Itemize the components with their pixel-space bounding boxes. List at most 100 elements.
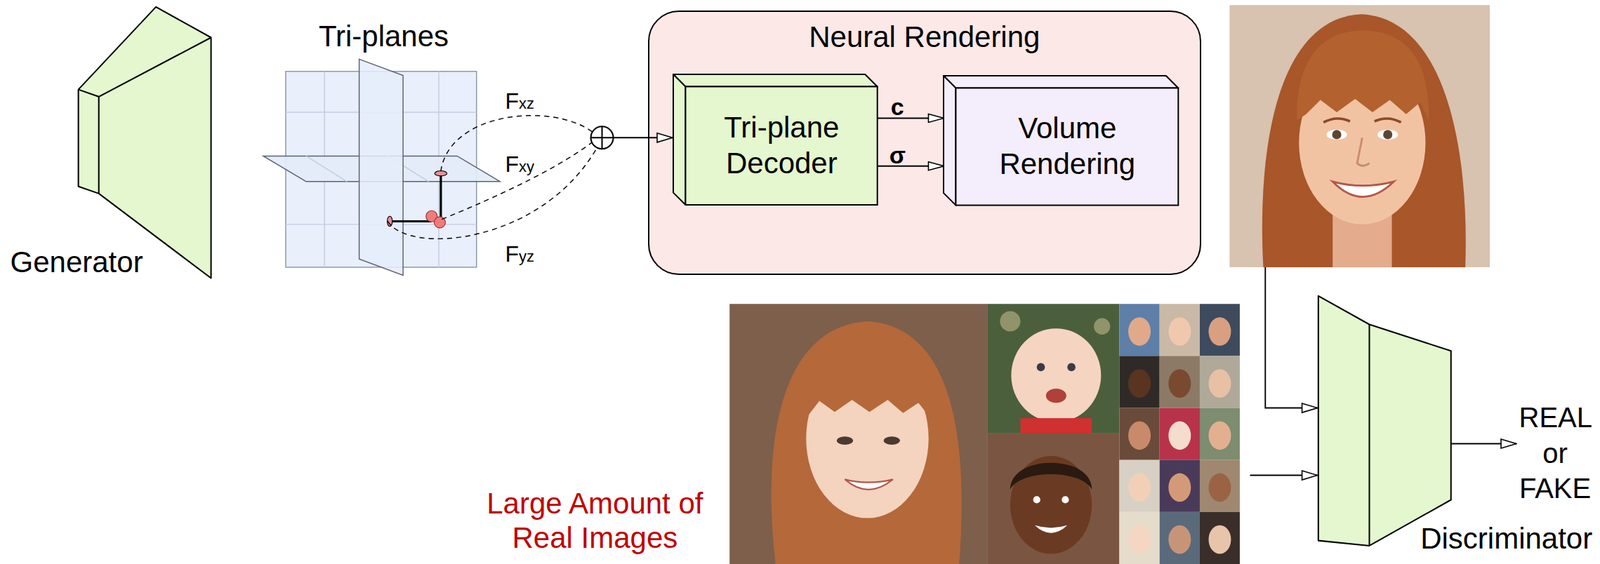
photo-ground (729, 303, 988, 564)
thumbnail (1159, 355, 1200, 408)
box-side-face (943, 75, 956, 206)
real-image-collage (729, 303, 1240, 564)
fake-image-arrow (1265, 267, 1318, 409)
sum-symbol (591, 126, 614, 149)
block-label: Generator (10, 245, 144, 280)
sample-point (434, 171, 447, 177)
bangs (1296, 30, 1429, 121)
box-side-face (673, 74, 686, 206)
photo-ground (987, 303, 1120, 434)
feature-label: Fyz (504, 236, 535, 273)
label-holder: Discriminator (1420, 522, 1593, 557)
face (1010, 328, 1101, 423)
face (1168, 369, 1191, 399)
block-shape (4, 4, 220, 283)
box-face: Volume Rendering (956, 87, 1179, 206)
thumbnail (1119, 460, 1160, 513)
eye (1383, 129, 1393, 140)
neural-rendering-panel: Neural RenderingTri-plane Decoder Volume … (648, 10, 1202, 276)
eye (836, 436, 854, 446)
mouth (844, 479, 893, 491)
thumbnail (1119, 408, 1160, 461)
face (1208, 421, 1231, 451)
face (1128, 369, 1151, 399)
thumbnail (1159, 512, 1200, 564)
eye (883, 436, 901, 446)
face (1208, 369, 1231, 399)
face (1208, 525, 1231, 555)
face (1208, 317, 1231, 347)
photo-ground (987, 433, 1120, 564)
connector-label: c (890, 94, 905, 119)
hair (1262, 14, 1466, 268)
thumbnail (1159, 303, 1200, 356)
box-label: Volume Rendering (975, 110, 1159, 182)
mouth (1332, 181, 1394, 198)
feature-label: Fxz (504, 83, 535, 120)
eye (1331, 129, 1341, 140)
decoder-box: Tri-plane Decoder (673, 74, 878, 206)
block-label: Discriminator (1420, 522, 1593, 557)
brow (1323, 118, 1401, 123)
face (1168, 473, 1191, 503)
bokeh (999, 311, 1021, 332)
thumbnail (1199, 408, 1240, 461)
thumbnail (1119, 512, 1160, 564)
yz-plane (359, 58, 403, 276)
face (1208, 473, 1231, 503)
hair (1425, 112, 1464, 268)
feature-label: Fxy (504, 146, 535, 183)
heading-holder: Neural Rendering (649, 20, 1200, 55)
mouth (1034, 525, 1068, 534)
thumbnail (1159, 460, 1200, 513)
face (1168, 317, 1191, 347)
face (1128, 317, 1151, 347)
eye (1036, 363, 1046, 373)
photo-ground (1229, 4, 1490, 268)
box-top-face (943, 75, 1179, 88)
face (1010, 456, 1092, 555)
eye (1377, 129, 1398, 141)
face (1128, 525, 1151, 555)
block-edge (78, 37, 212, 194)
section-title: Tri-planes (318, 19, 449, 54)
mouth (1046, 388, 1067, 403)
feature-curve (387, 148, 597, 240)
face (1128, 473, 1151, 503)
block-edge (1368, 324, 1370, 546)
block-outline (78, 7, 212, 279)
eye (1326, 129, 1347, 141)
thumbnail (1119, 355, 1160, 408)
thumbnail (1199, 303, 1240, 356)
hair (1010, 463, 1092, 491)
shirt (1020, 418, 1092, 434)
eye (1033, 496, 1041, 504)
thumbnail (1199, 460, 1240, 513)
connector (877, 165, 944, 168)
sum-symbol (591, 126, 614, 149)
box-top-face (673, 74, 878, 87)
face (1128, 421, 1151, 451)
dataset-caption: Large Amount of Real Images (475, 486, 714, 556)
eye (1061, 496, 1069, 504)
label-holder: Generator (10, 245, 144, 280)
box-front-face (685, 87, 878, 206)
hair (1264, 112, 1299, 268)
real-image-arrow (1249, 475, 1318, 477)
eye (1067, 363, 1076, 373)
thumbnail (1199, 512, 1240, 564)
output-arrow (1451, 443, 1517, 445)
connector (877, 117, 944, 119)
generated-face (1229, 4, 1490, 268)
bangs (805, 336, 931, 419)
feature-curve (441, 141, 593, 220)
panel-heading: Neural Rendering (649, 20, 1200, 55)
nose (1357, 137, 1370, 166)
hair (771, 321, 962, 564)
thumbnail (1199, 355, 1240, 408)
block-outline (1318, 295, 1452, 546)
volume-rendering-box: Volume Rendering (943, 75, 1179, 206)
